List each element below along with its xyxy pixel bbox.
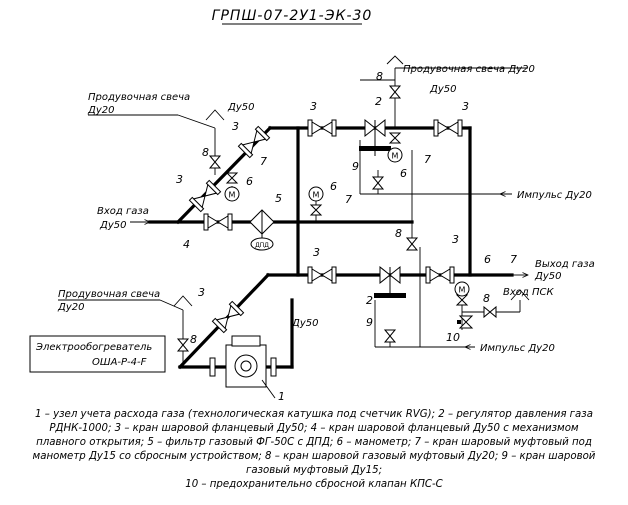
valve-8-mid [405, 237, 419, 251]
num-6-top: 6 [400, 167, 407, 180]
label-impulse-bottom: Импульс Ду20 [480, 343, 555, 354]
legend-line: манометр Ду15 со сбросным устройством; 8… [32, 451, 596, 462]
num-3-diag-lower: 3 [176, 173, 183, 186]
valve-3-top [307, 119, 337, 137]
manometer-icon-out: M [454, 281, 470, 297]
label-inlet-dn: Ду50 [99, 220, 126, 231]
num-10-psk: 10 [446, 331, 460, 344]
num-7-left: 7 [260, 155, 267, 168]
num-8-left-bottom: 8 [190, 333, 197, 346]
diagram-title: ГРПШ-07-2У1-ЭК-30 [212, 8, 373, 24]
valve-8-left-top [208, 155, 222, 169]
num-5-filter: 5 [275, 192, 282, 205]
num-9-bottom: 9 [366, 316, 373, 329]
valve-8-top-right [388, 85, 402, 99]
legend-line: 10 – предохранительно сбросной клапан КП… [185, 479, 443, 490]
manometers: M M M M [224, 147, 470, 297]
num-2-bottom: 2 [366, 294, 373, 307]
manometer-icon-top: M [387, 147, 403, 163]
label-purge-left-bottom-dn: Ду20 [57, 302, 84, 313]
label-inlet: Вход газа [97, 206, 149, 217]
num-8-psk: 8 [483, 292, 490, 305]
legend-line: РДНК-1000; 3 – кран шаровой фланцевый Ду… [49, 423, 579, 434]
legend-line: газовый муфтовый Ду15; [245, 465, 383, 476]
num-6-mid: 6 [330, 180, 337, 193]
num-3-bottom: 3 [313, 246, 320, 259]
legend-line: 1 – узел учета расхода газа (технологиче… [35, 409, 593, 420]
label-purge-left-bottom: Продувочная свеча [58, 289, 160, 300]
small-valves [176, 85, 497, 352]
num-6-out: 6 [484, 253, 491, 266]
valve-8-psk [483, 305, 497, 319]
legend-line: плавного открытия; 5 – фильтр газовый ФГ… [36, 437, 592, 448]
valve-7-top [388, 132, 402, 144]
label-psk-inlet: Вход ПСК [503, 287, 554, 298]
position-numbers: 8 2 3 3 3 8 7 6 3 5 6 7 4 9 6 7 8 3 3 7 … [176, 70, 517, 403]
label-dn50-bottom: Ду50 [291, 318, 318, 329]
svg-text:M: M [459, 286, 466, 295]
valve-3-outlet [425, 266, 455, 284]
label-outlet-dn: Ду50 [534, 271, 561, 282]
legend: 1 – узел учета расхода газа (технологиче… [12, 408, 616, 492]
heater-model: ОША-Р-4-F [92, 357, 147, 368]
num-2-top: 2 [375, 95, 382, 108]
valve-3-diag-upper [237, 125, 271, 159]
regulator-2-bottom [374, 265, 406, 298]
valve-7-left [225, 172, 239, 184]
filter-dpd-label: ДПД [255, 242, 269, 249]
heater-title: Электрообогреватель [35, 341, 152, 353]
flow-arrows [130, 55, 530, 347]
num-8-top: 8 [376, 70, 383, 83]
filter-5: ДПД [249, 209, 275, 251]
valve-9-bottom [383, 329, 397, 343]
svg-text:M: M [313, 191, 320, 200]
meter-unit-1 [209, 335, 277, 399]
heater-box: Электрообогреватель ОША-Р-4-F [29, 335, 166, 373]
num-4-inlet: 4 [183, 238, 190, 251]
valve-4-inlet [203, 213, 233, 231]
valve-3-top-right [433, 119, 463, 137]
flanged-valves [188, 119, 463, 334]
label-purge-left-top-dn: Ду20 [87, 105, 114, 116]
num-8-left: 8 [202, 146, 209, 159]
num-7-top: 7 [424, 153, 431, 166]
label-purge-top-right: Продувочная свеча Ду20 [403, 64, 535, 75]
num-3-diag-bottom: 3 [198, 286, 205, 299]
valve-7-mid [309, 204, 323, 216]
num-3-diag-upper: 3 [232, 120, 239, 133]
psk-valve-10 [457, 315, 474, 329]
label-purge-left-top: Продувочная свеча [88, 92, 190, 103]
num-8-mid: 8 [395, 227, 402, 240]
valve-9-top [371, 176, 385, 190]
num-6-left: 6 [246, 175, 253, 188]
num-1-meter: 1 [278, 390, 285, 403]
manometer-icon-left: M [224, 186, 240, 202]
manometer-icon-mid: M [308, 186, 324, 202]
num-3-top: 3 [310, 100, 317, 113]
valve-3-diag-lower [188, 179, 222, 213]
label-dn50-top-left: Ду50 [227, 102, 254, 113]
regulator-2-top [359, 118, 391, 156]
num-7-mid: 7 [345, 193, 352, 206]
num-3-top-right: 3 [462, 100, 469, 113]
valve-8-left-bottom [176, 338, 190, 352]
num-3-outlet: 3 [452, 233, 459, 246]
svg-text:M: M [229, 191, 236, 200]
label-dn50-top-right: Ду50 [429, 84, 456, 95]
num-7-out: 7 [510, 253, 517, 266]
label-impulse-top: Импульс Ду20 [517, 190, 592, 201]
svg-text:M: M [392, 152, 399, 161]
num-9-top: 9 [352, 160, 359, 173]
label-outlet: Выход газа [535, 259, 595, 270]
valve-3-bottom [307, 266, 337, 284]
valve-3-diag-bottom [211, 300, 245, 334]
